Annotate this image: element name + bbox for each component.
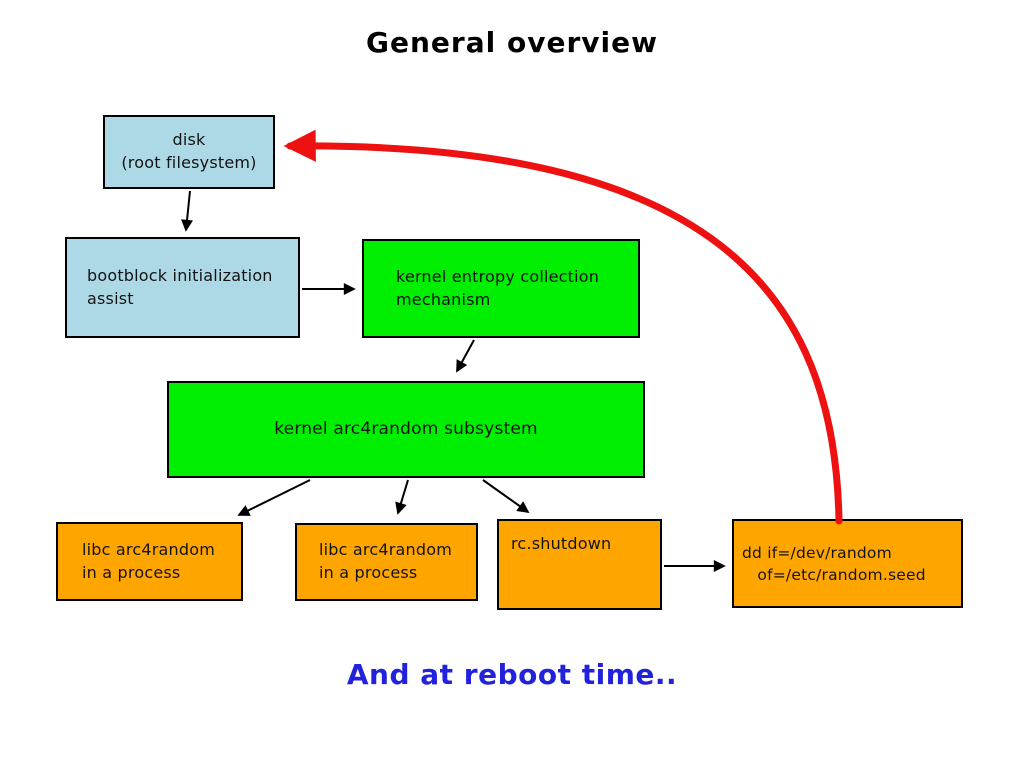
arrow-arc4random-to-rcshutdown [482, 479, 530, 514]
arrow-entropy-to-arc4random [456, 339, 475, 373]
arrow-arc4random-to-libc1 [237, 479, 311, 516]
node-kernel-arc4random-subsystem: kernel arc4random subsystem [167, 381, 645, 478]
node-bootblock-init-assist: bootblock initialization assist [65, 237, 300, 338]
node-bootblock-label: bootblock initialization assist [87, 265, 273, 308]
node-libc-arc4random-process-2: libc arc4random in a process [295, 523, 478, 601]
node-rcshutdown-label: rc.shutdown [511, 534, 612, 553]
page-title: General overview [366, 26, 658, 59]
reboot-caption: And at reboot time.. [346, 658, 678, 691]
node-dd-label: dd if=/dev/random of=/etc/random.seed [742, 543, 926, 584]
node-disk-label: disk (root filesystem) [121, 130, 257, 172]
node-rc-shutdown: rc.shutdown [497, 519, 662, 610]
node-libc-arc4random-process-1: libc arc4random in a process [56, 522, 243, 601]
node-dd-random-seed: dd if=/dev/random of=/etc/random.seed [732, 519, 963, 608]
arrow-arc4random-to-libc2 [395, 479, 409, 515]
arrow-disk-to-bootblock [181, 190, 194, 232]
node-kernel-entropy-collection: kernel entropy collection mechanism [362, 239, 640, 338]
node-entropy-label: kernel entropy collection mechanism [396, 266, 600, 309]
node-libc1-label: libc arc4random in a process [82, 539, 215, 582]
node-arc4random-label: kernel arc4random subsystem [274, 419, 538, 440]
node-disk: disk (root filesystem) [103, 115, 275, 189]
node-libc2-label: libc arc4random in a process [319, 540, 452, 582]
